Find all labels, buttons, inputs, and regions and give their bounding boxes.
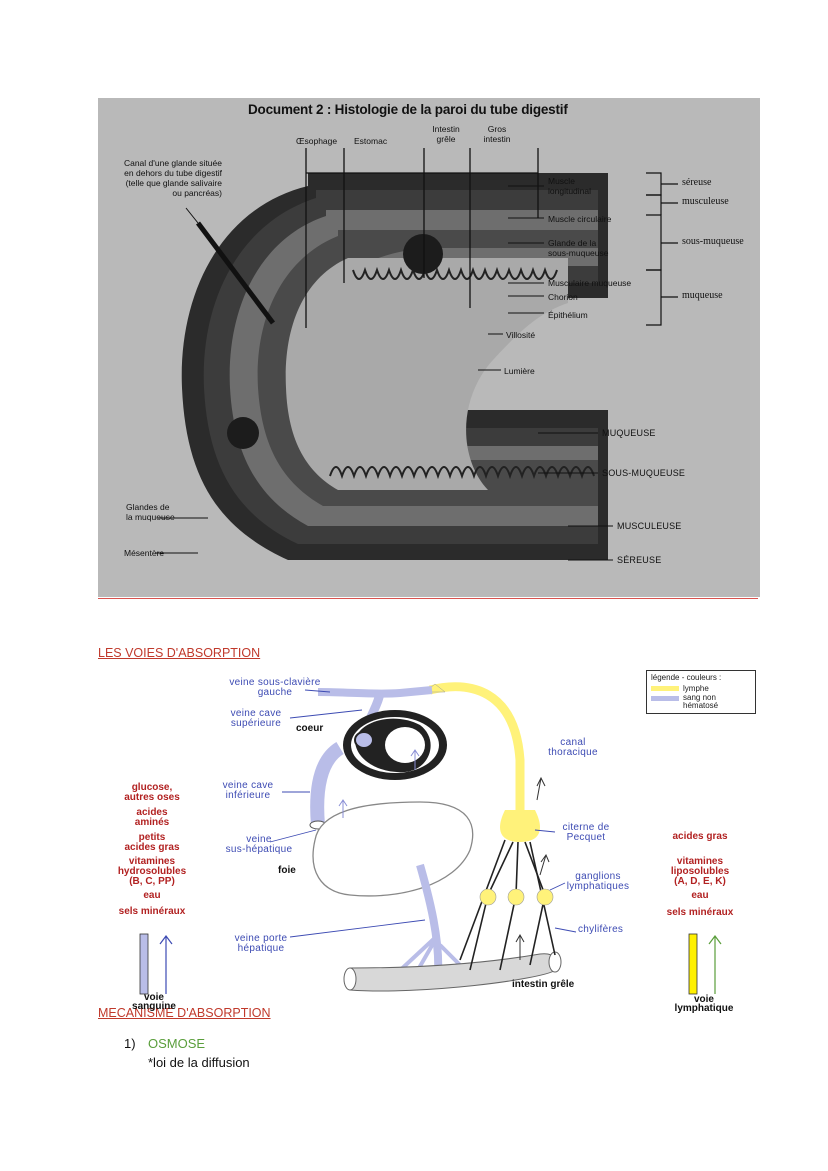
label-veine-cave-sup: veine cave supérieure [218, 709, 294, 729]
nutrient-glucose: glucose,autres oses [108, 783, 196, 803]
list-item-text: *loi de la diffusion [148, 1055, 250, 1070]
nutrient-acides-gras: acides gras [652, 832, 748, 842]
citerne-pecquet [500, 810, 540, 842]
nutrient-sels-left: sels minéraux [104, 907, 200, 917]
heart [343, 710, 447, 780]
voie-sanguine-arrow [160, 936, 172, 994]
foie [313, 802, 473, 896]
label-citerne-pecquet: citerne de Pecquet [552, 823, 620, 843]
list-item-osmose: OSMOSE [148, 1036, 205, 1051]
legend-sang: sang non hématosé [683, 694, 718, 710]
legend-lymphe: lymphe [683, 685, 709, 693]
label-foie: foie [278, 866, 296, 876]
voie-sanguine-bar [140, 934, 148, 994]
nutrient-sels-right: sels minéraux [652, 908, 748, 918]
ganglions [480, 889, 553, 905]
legend-swatch-lymphe [651, 686, 679, 691]
legend-swatch-sang [651, 696, 679, 701]
legend: légende - couleurs : lymphe sang non hém… [646, 670, 756, 714]
nutrient-eau-right: eau [652, 891, 748, 901]
label-veine-porte: veine porte hépatique [222, 934, 300, 954]
veine-cave-inferieure [317, 748, 340, 825]
label-veine-sus-hepatique: veine sus-hépatique [216, 835, 302, 855]
label-veine-cave-inf: veine cave inférieure [214, 781, 282, 801]
label-canal-thoracique: canal thoracique [540, 738, 606, 758]
nutrient-eau-left: eau [108, 891, 196, 901]
legend-title: légende - couleurs : [651, 674, 721, 682]
voie-lymphatique-arrow [709, 936, 721, 994]
label-coeur: coeur [296, 724, 323, 734]
list-number: 1) [124, 1036, 136, 1051]
voie-lymphatique-bar [689, 934, 697, 994]
label-intestin-grele: intestin grêle [512, 980, 574, 990]
label-veine-sous-claviere: veine sous-clavière gauche [212, 678, 338, 698]
label-chyliferes: chylifères [578, 925, 623, 935]
label-ganglions: ganglions lymphatiques [556, 872, 640, 892]
chyliferes [460, 840, 555, 970]
